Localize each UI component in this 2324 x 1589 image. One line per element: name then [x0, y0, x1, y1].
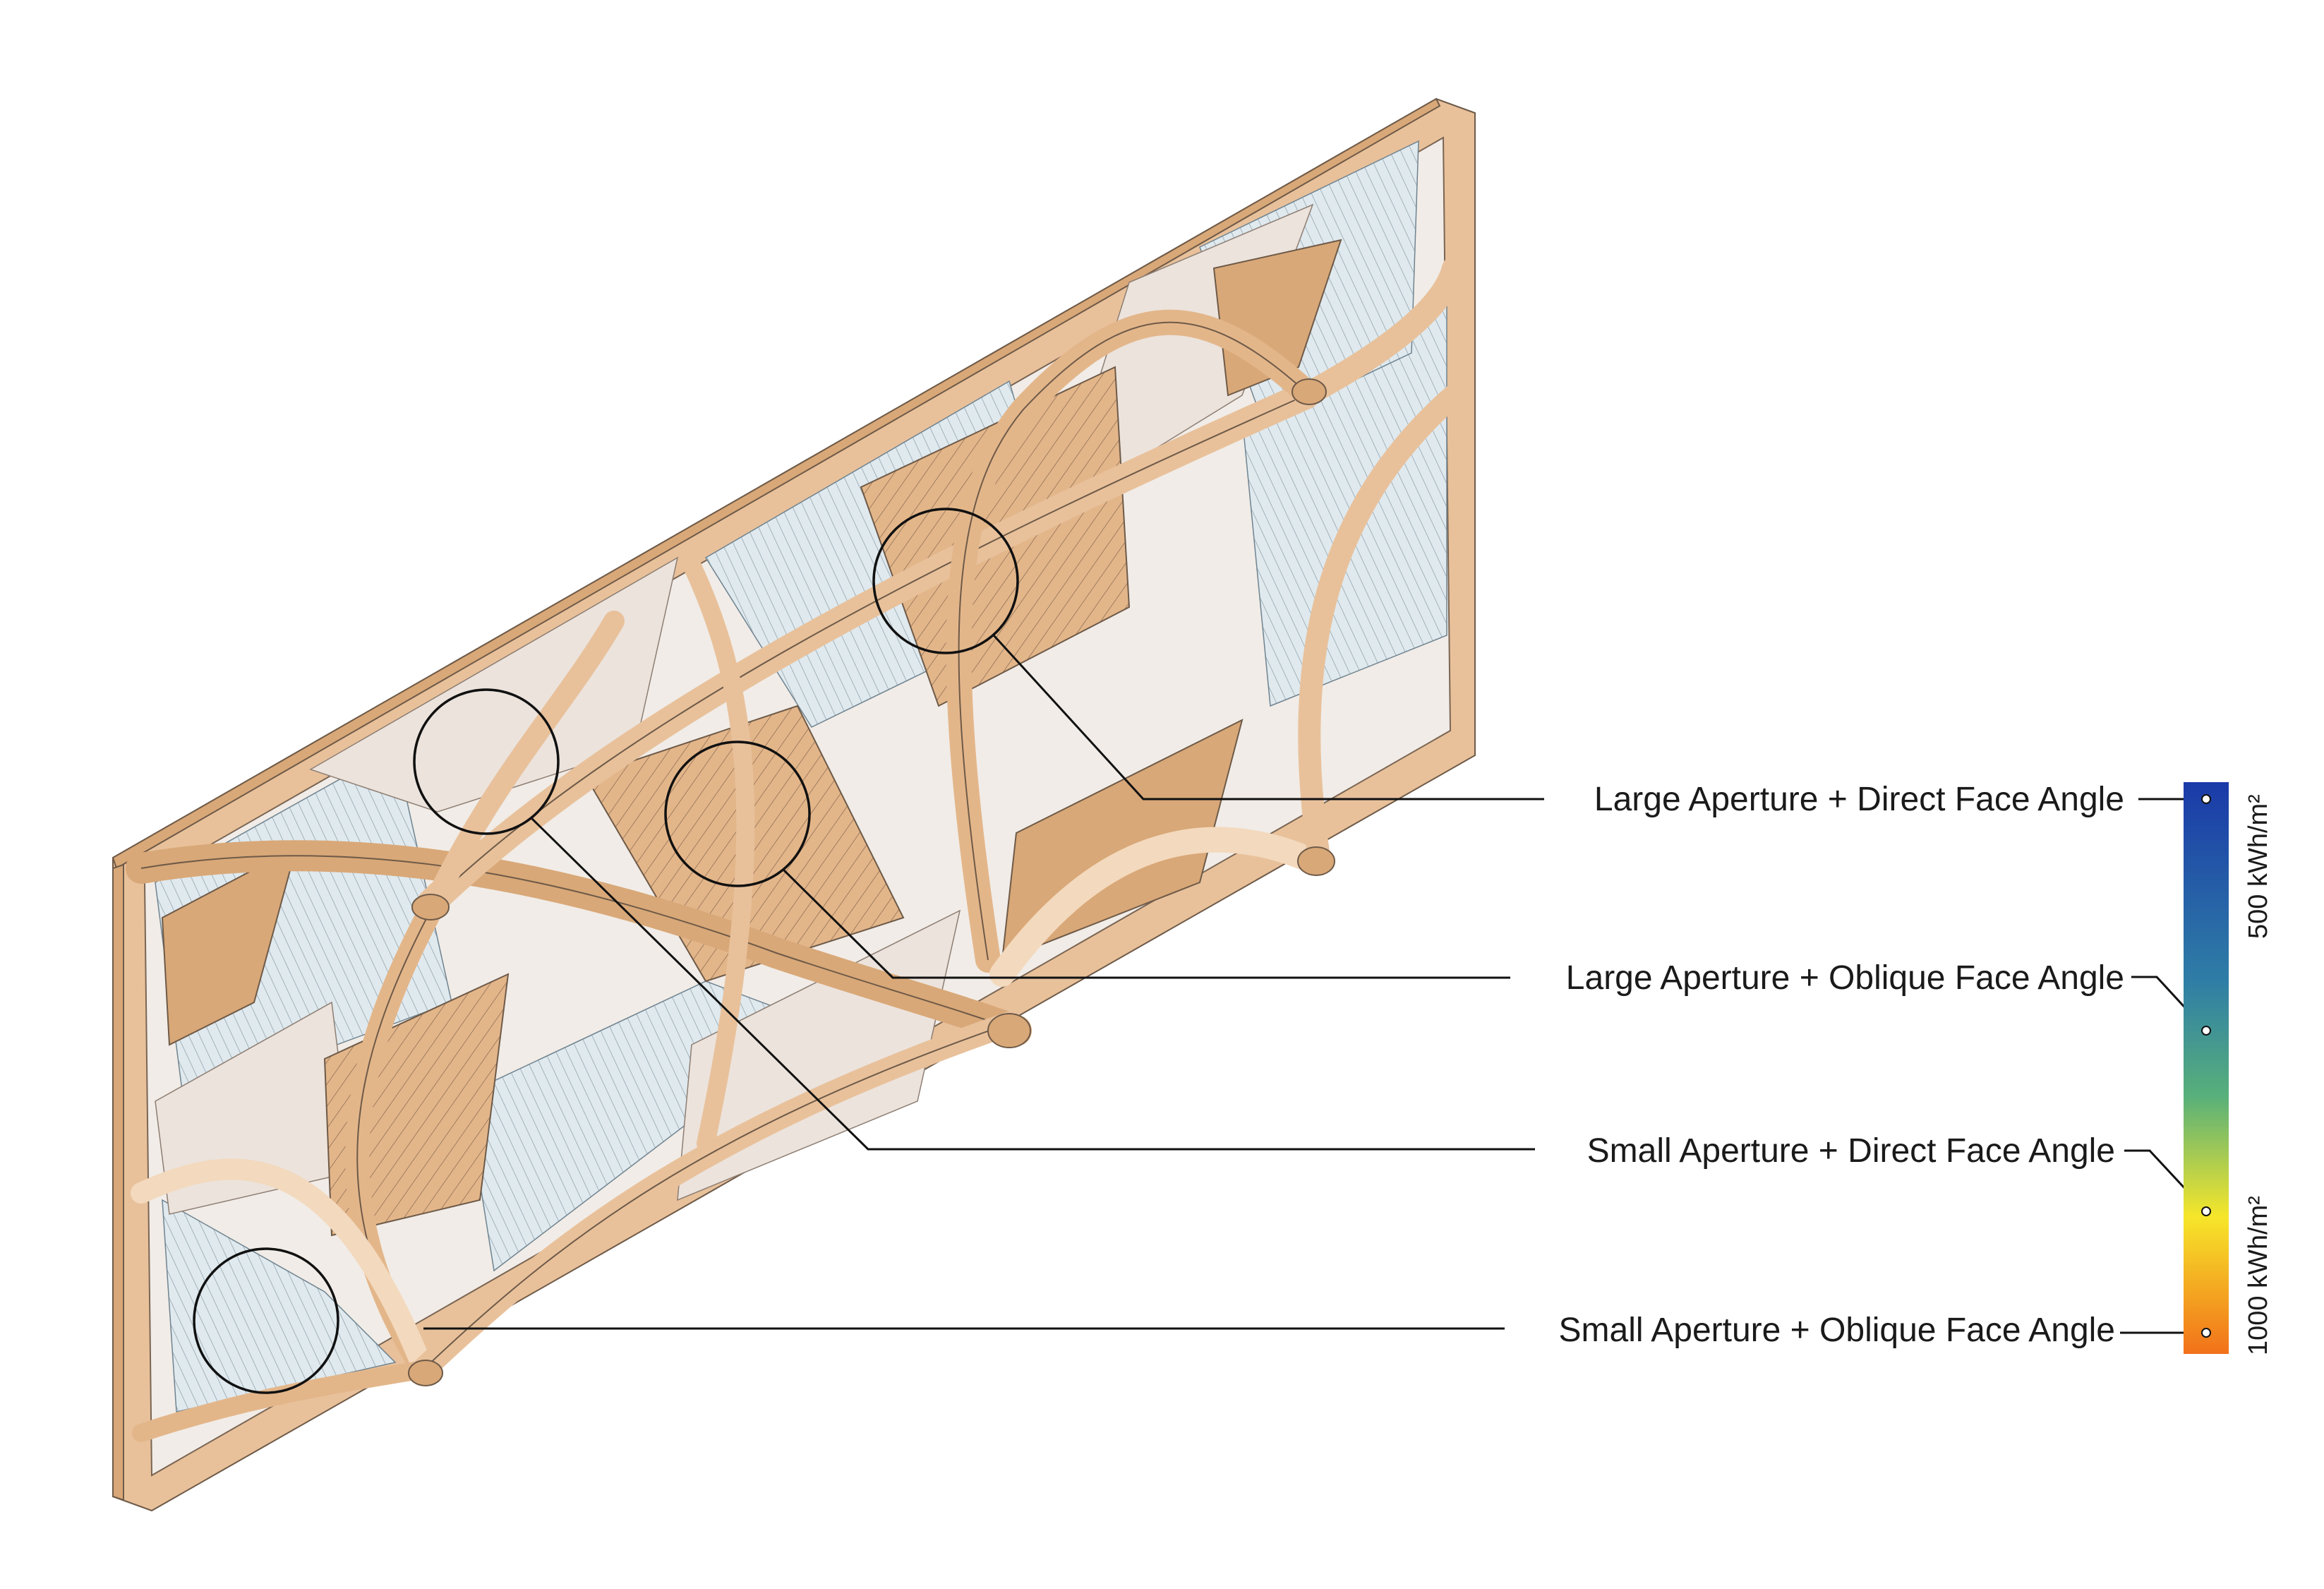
- rib-arch: [420, 611, 625, 921]
- callout-circle-large-oblique: [664, 740, 811, 887]
- rib-arch-outline: [140, 855, 1017, 1031]
- rib-node: [408, 1360, 443, 1386]
- scale-label-500: 500 kWh/m²: [2244, 794, 2273, 939]
- callout-circles: [193, 508, 1019, 1394]
- scale-label-1000: 1000 kWh/m²: [2244, 1196, 2273, 1355]
- callout-labels: Large Aperture + Direct Face Angle Large…: [1559, 781, 2124, 1349]
- rib-arch: [132, 1360, 433, 1442]
- glass-pane-hatch: [162, 1200, 395, 1412]
- callout-label-small-direct: Small Aperture + Direct Face Angle: [1587, 1132, 2115, 1170]
- callout-circle-small-direct: [413, 688, 560, 835]
- rib-arch-outline: [423, 1023, 1010, 1370]
- leader-lines: [423, 634, 1544, 1330]
- rib-node: [1297, 846, 1335, 876]
- rib-node: [411, 894, 450, 921]
- callout-circle-small-oblique: [193, 1247, 339, 1394]
- rib-arch: [131, 1158, 434, 1380]
- callout-circle-large-direct: [872, 508, 1019, 654]
- rib-arch: [989, 827, 1325, 987]
- callout-label-small-oblique: Small Aperture + Oblique Face Angle: [1559, 1312, 2115, 1349]
- callout-label-large-direct: Large Aperture + Direct Face Angle: [1594, 781, 2124, 818]
- leader-line-large-oblique: [782, 868, 1510, 979]
- rib-arch: [1298, 384, 1465, 873]
- leader-line-large-direct: [992, 634, 1544, 801]
- rib-node: [1292, 378, 1327, 405]
- rib-arch: [1294, 256, 1466, 407]
- rib-node: [987, 1013, 1031, 1048]
- color-scale: 500 kWh/m² 1000 kWh/m²: [2184, 782, 2273, 1355]
- color-scale-bar: [2184, 782, 2229, 1354]
- rib-arch-outline: [958, 321, 1306, 961]
- scale-marker-small-direct: [2201, 1206, 2211, 1216]
- scale-marker-small-oblique: [2201, 1328, 2211, 1338]
- scale-marker-large-oblique: [2201, 1026, 2211, 1036]
- panel-frame-edge: [112, 97, 1441, 870]
- callout-label-large-oblique: Large Aperture + Oblique Face Angle: [1566, 959, 2124, 997]
- lattice-panel: [112, 97, 1476, 1512]
- scale-marker-large-direct: [2201, 794, 2211, 804]
- panel-frame-side: [112, 863, 124, 1501]
- rib-arch: [682, 556, 755, 1153]
- leader-line-small-direct: [529, 816, 1535, 1151]
